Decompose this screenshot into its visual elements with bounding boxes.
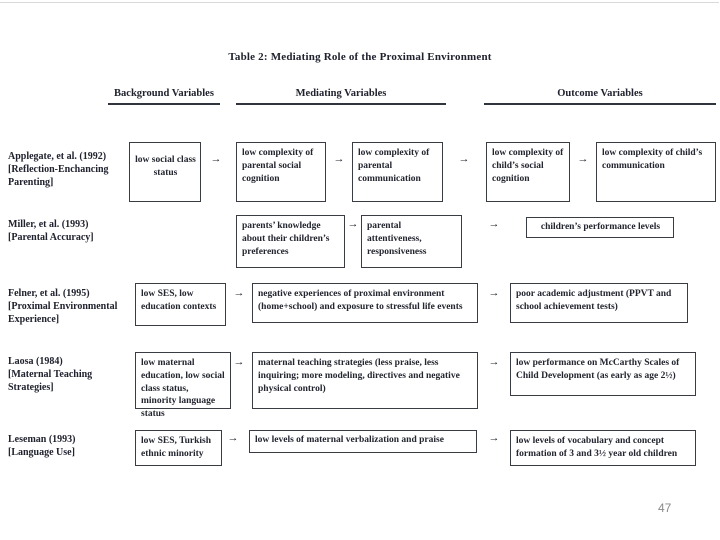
column-header-outcome: Outcome Variables xyxy=(484,88,716,105)
arrow-right-icon: → xyxy=(210,153,222,165)
study-label: Laosa (1984) [Maternal Teaching Strategi… xyxy=(8,355,134,394)
study-label: Miller, et al. (1993) [Parental Accuracy… xyxy=(8,218,134,244)
column-header-mediating: Mediating Variables xyxy=(236,88,446,105)
arrow-right-icon: → xyxy=(488,356,500,368)
flow-box: low complexity of child’s communication xyxy=(596,142,716,202)
flow-box: low performance on McCarthy Scales of Ch… xyxy=(510,352,696,396)
table-title: Table 2: Mediating Role of the Proximal … xyxy=(228,51,492,63)
study-name: Leseman (1993) xyxy=(8,434,76,445)
arrow-right-icon: → xyxy=(233,356,245,368)
arrow-right-icon: → xyxy=(347,218,359,230)
study-focus: [Language Use] xyxy=(8,447,75,458)
study-name: Miller, et al. (1993) xyxy=(8,219,89,230)
flow-box: poor academic adjustment (PPVT and schoo… xyxy=(510,283,688,323)
study-label: Felner, et al. (1995) [Proximal Environm… xyxy=(8,287,134,326)
flow-box: parental attentiveness, responsiveness xyxy=(361,215,462,268)
arrow-right-icon: → xyxy=(227,432,239,444)
arrow-right-icon: → xyxy=(577,153,589,165)
flow-box: low complexity of parental social cognit… xyxy=(236,142,326,202)
study-label: Applegate, et al. (1992) [Reflection-Enc… xyxy=(8,150,134,189)
flow-box: low levels of maternal verbalization and… xyxy=(249,430,477,453)
arrow-right-icon: → xyxy=(458,153,470,165)
flow-box: low levels of vocabulary and concept for… xyxy=(510,430,696,466)
arrow-right-icon: → xyxy=(333,153,345,165)
flow-box: parents’ knowledge about their children’… xyxy=(236,215,345,268)
study-name: Applegate, et al. (1992) xyxy=(8,151,107,162)
flow-box: low social class status xyxy=(129,142,201,202)
study-name: Felner, et al. (1995) xyxy=(8,288,90,299)
flow-box: low complexity of child’s social cogniti… xyxy=(486,142,570,202)
arrow-right-icon: → xyxy=(233,287,245,299)
flow-box: negative experiences of proximal environ… xyxy=(252,283,478,323)
flow-box: low complexity of parental communication xyxy=(352,142,443,202)
column-header-background: Background Variables xyxy=(108,88,220,105)
study-name: Laosa (1984) xyxy=(8,356,63,367)
flow-box: low maternal education, low social class… xyxy=(135,352,231,419)
study-label: Leseman (1993) [Language Use] xyxy=(8,433,134,459)
study-focus: [Maternal Teaching Strategies] xyxy=(8,369,93,393)
page-number: 47 xyxy=(658,501,672,515)
flow-box: children’s performance levels xyxy=(526,217,674,238)
arrow-right-icon: → xyxy=(488,287,500,299)
flow-box: low SES, Turkish ethnic minority xyxy=(135,430,222,466)
arrow-right-icon: → xyxy=(488,432,500,444)
flow-box: low SES, low education contexts xyxy=(135,283,226,326)
study-focus: [Reflection-Enchancing Parenting] xyxy=(8,164,109,188)
flow-box: maternal teaching strategies (less prais… xyxy=(252,352,478,409)
arrow-right-icon: → xyxy=(488,218,500,230)
scan-edge xyxy=(0,2,719,3)
study-focus: [Proximal Environmental Experience] xyxy=(8,301,118,325)
study-focus: [Parental Accuracy] xyxy=(8,232,94,243)
